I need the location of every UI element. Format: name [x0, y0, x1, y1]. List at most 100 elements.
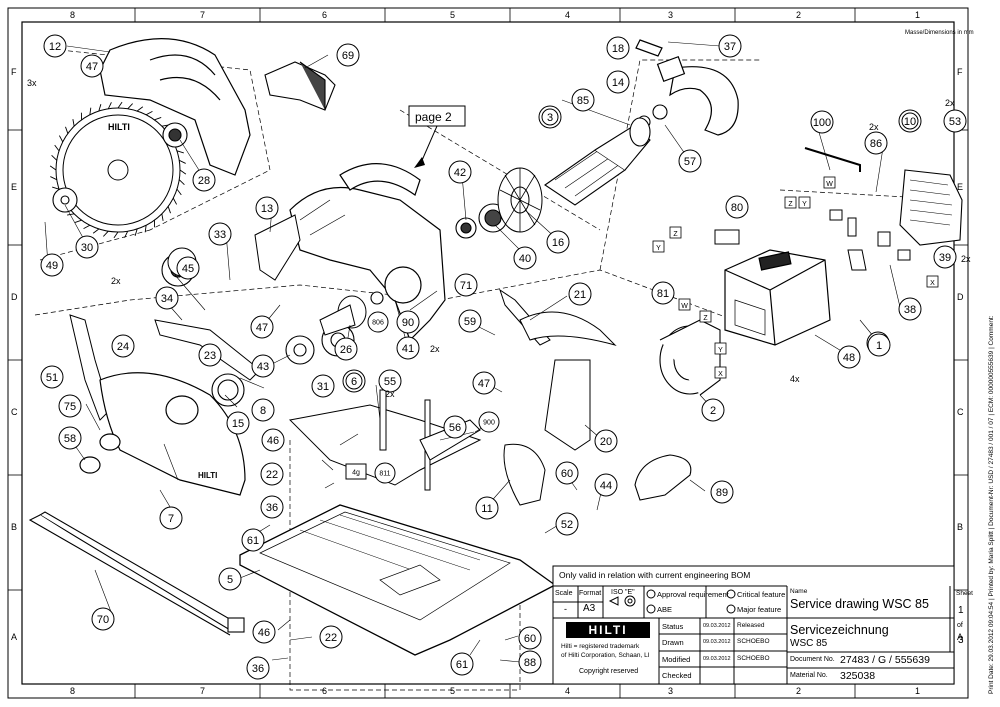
- part-number: 7: [168, 513, 174, 525]
- part-number: 43: [257, 361, 269, 373]
- part-number: 28: [198, 175, 210, 187]
- part-callout: 46: [261, 428, 285, 452]
- part-number: 11: [481, 503, 492, 515]
- part-number: 31: [317, 381, 329, 393]
- trademark-line-1: Hilti = registered trademark: [561, 643, 640, 650]
- wire-letter: Y: [718, 347, 723, 354]
- motor-housing: [724, 249, 831, 346]
- part-callout: 16: [546, 230, 570, 254]
- part-callout: 69: [336, 43, 360, 67]
- part-number: 61: [247, 535, 259, 547]
- part-number: 60: [561, 468, 573, 480]
- part-number: 89: [716, 487, 728, 499]
- part-number: 22: [266, 469, 278, 481]
- quantity-multiplier: 2x: [945, 98, 955, 108]
- part-callout: 811: [374, 462, 396, 484]
- page-2-label: page 2: [415, 110, 452, 124]
- handle-knob: [634, 454, 692, 501]
- part-number: 15: [232, 418, 244, 430]
- upper-blade-guard: [99, 38, 251, 176]
- part-callout: 5: [218, 567, 242, 591]
- part-callout: 4g: [345, 463, 367, 480]
- quantity-multiplier: 2x: [111, 276, 121, 286]
- gear-housing: [289, 163, 446, 342]
- quantity-multiplier: 2x: [385, 389, 395, 399]
- status-row-value: Released: [737, 622, 765, 629]
- part-callout: 89: [710, 480, 734, 504]
- part-number: 46: [258, 627, 270, 639]
- part-number: 40: [519, 253, 531, 265]
- checked-row-label: Checked: [662, 671, 692, 680]
- part-number: 81: [657, 288, 669, 300]
- bearings: [52, 104, 668, 407]
- part-number: 18: [612, 43, 624, 55]
- wire-letter: X: [718, 371, 723, 378]
- part-callout: 100: [810, 110, 834, 134]
- part-callout: 59: [458, 309, 482, 333]
- part-callout: 2: [701, 398, 725, 422]
- critical-label: Critical feature: [737, 590, 786, 599]
- part-callout: 12: [43, 34, 67, 58]
- stator: [659, 319, 721, 396]
- copyright-note: Copyright reserved: [579, 668, 639, 675]
- part-callout: 49: [40, 253, 64, 277]
- dust-nozzle: [264, 61, 336, 111]
- row-label-right: A: [957, 632, 963, 642]
- part-number: 86: [870, 138, 882, 150]
- sheet-of: of: [957, 622, 963, 629]
- part-callout: 45: [176, 256, 200, 280]
- part-callout: 15: [226, 411, 250, 435]
- part-number: 71: [460, 280, 472, 292]
- part-callout: 52: [555, 512, 579, 536]
- brush-ring: [635, 39, 739, 136]
- part-callout: 806: [367, 311, 389, 333]
- document-no: 27483 / G / 555639: [840, 654, 930, 666]
- quantity-multiplier: 2x: [961, 254, 971, 264]
- modified-row-value: SCHOEBO: [737, 655, 770, 662]
- part-callout: 42: [448, 160, 472, 184]
- quantity-multiplier: 2x: [430, 344, 440, 354]
- part-number: 811: [379, 470, 390, 477]
- part-number: 900: [483, 419, 495, 426]
- part-number: 39: [939, 252, 951, 264]
- part-number: 51: [46, 372, 58, 384]
- wire-label: Z: [699, 310, 712, 323]
- status-row-label: Status: [662, 622, 684, 631]
- trademark-line-2: of Hilti Corporation, Schaan, LI: [561, 652, 650, 659]
- part-number: 53: [949, 116, 961, 128]
- part-number: 36: [252, 663, 264, 675]
- row-label-left: F: [11, 67, 17, 77]
- part-callout: 21: [568, 282, 592, 306]
- part-number: 13: [261, 203, 273, 215]
- part-callout: 58: [58, 426, 82, 450]
- part-callout: 90: [396, 310, 420, 334]
- drawn-row-value: SCHOEBO: [737, 638, 770, 645]
- wire-letter: Z: [703, 315, 708, 322]
- part-number: 3: [547, 112, 553, 124]
- column-label-bottom: 6: [322, 686, 327, 696]
- part-number: 59: [464, 316, 476, 328]
- validity-note: Only valid in relation with current engi…: [559, 570, 751, 580]
- wire-label: Y: [798, 196, 811, 209]
- part-number: 34: [161, 293, 173, 305]
- part-number: 5: [227, 574, 233, 586]
- row-label-left: B: [11, 522, 17, 532]
- row-label-left: C: [11, 407, 18, 417]
- part-number: 20: [600, 436, 612, 448]
- wire-label: Z: [669, 226, 682, 239]
- part-callout: 6: [342, 369, 366, 393]
- column-label-top: 8: [70, 10, 75, 20]
- part-callout: 23: [198, 343, 222, 367]
- part-callout: 28: [192, 168, 216, 192]
- part-number: 1: [876, 340, 882, 352]
- column-label-bottom: 1: [915, 686, 920, 696]
- part-number: 88: [524, 657, 536, 669]
- major-label: Major feature: [737, 605, 782, 614]
- row-label-right: F: [957, 67, 963, 77]
- part-callout: 48: [837, 345, 861, 369]
- part-number: 36: [266, 502, 278, 514]
- quantity-multiplier: 3x: [27, 78, 37, 88]
- carbon-brushes: [714, 147, 911, 271]
- rear-cover: [899, 169, 963, 246]
